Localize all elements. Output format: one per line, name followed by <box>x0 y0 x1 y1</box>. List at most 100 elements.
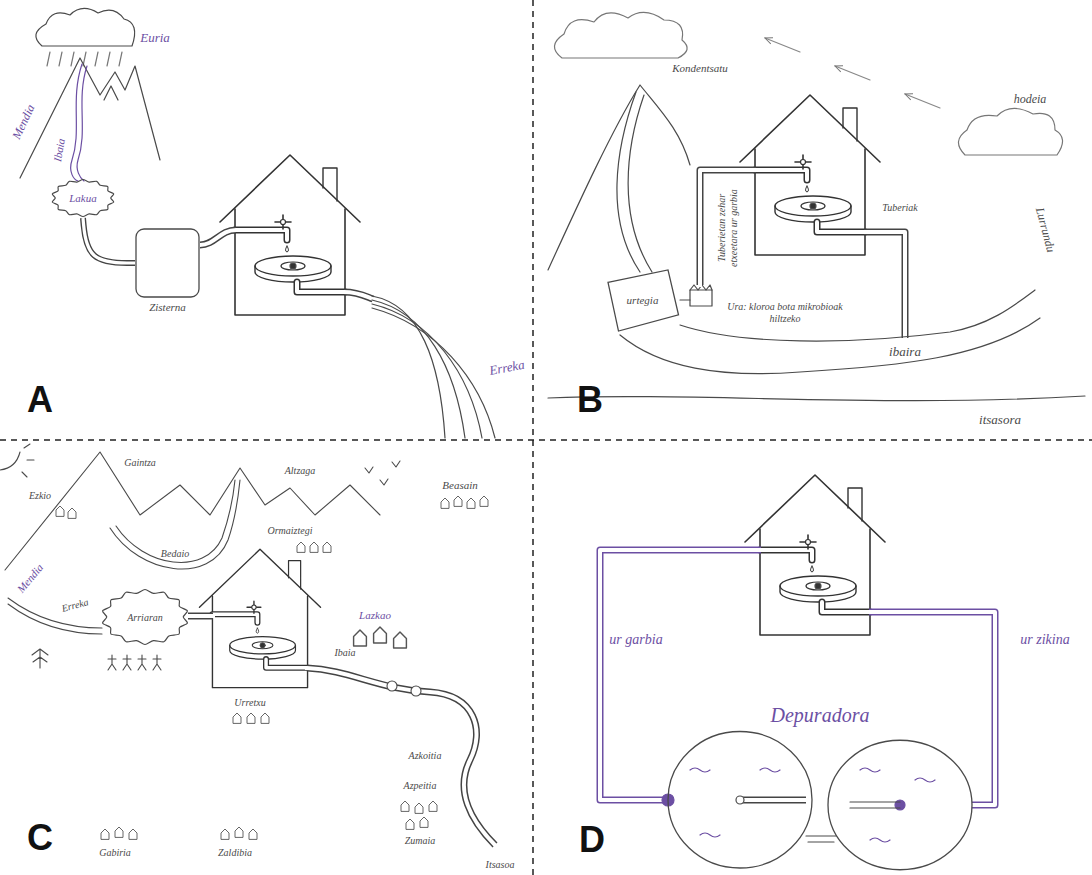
cloud <box>554 12 687 58</box>
label: hodeia <box>1014 93 1047 106</box>
hut <box>221 829 229 839</box>
hut <box>129 829 137 839</box>
pipe-outline <box>83 218 135 263</box>
label: Erreka <box>60 596 89 614</box>
dirty-pipe <box>869 612 995 805</box>
node-label: Lakua <box>69 192 97 204</box>
pipe <box>344 292 373 299</box>
panel-letter: A <box>27 380 53 420</box>
stream <box>8 604 102 634</box>
place-name: Gabiria <box>99 847 131 858</box>
river <box>628 95 652 272</box>
tank <box>828 740 972 870</box>
dirty-pipe <box>869 612 995 805</box>
arrow <box>905 94 940 108</box>
river-bank <box>620 318 1040 374</box>
clean-pipe <box>600 550 761 800</box>
river <box>116 480 235 562</box>
hut <box>415 803 423 813</box>
hut <box>297 542 305 552</box>
pipe <box>188 614 213 618</box>
hut <box>249 829 257 839</box>
mountain-ridge <box>5 452 380 570</box>
rain <box>47 52 122 66</box>
pipe-joint <box>411 686 421 696</box>
hut <box>68 508 76 518</box>
hut <box>235 827 243 837</box>
arrow <box>835 66 870 80</box>
cloud <box>36 8 135 46</box>
panel-letter: D <box>579 820 605 860</box>
place-name: Altzaga <box>285 465 316 476</box>
hut <box>101 829 109 839</box>
pipe <box>864 232 905 338</box>
lake-shape: Lakua <box>50 178 116 218</box>
node-label: Arriaran <box>127 612 163 623</box>
hut <box>406 819 414 829</box>
people <box>108 655 161 670</box>
house <box>220 155 360 315</box>
outline <box>608 270 679 331</box>
mountain <box>548 85 690 270</box>
hut <box>115 827 123 837</box>
place-name: Itsasoa <box>486 859 515 870</box>
label: itsasora <box>979 413 1021 427</box>
panel-dividers <box>532 0 534 875</box>
hut <box>480 496 488 506</box>
label: Erreka <box>488 358 526 378</box>
outline <box>136 229 199 297</box>
river <box>110 480 240 569</box>
label: Mendia <box>15 561 46 595</box>
pipe <box>188 613 213 620</box>
place-name: Azkoitia <box>409 750 442 761</box>
connectors <box>83 218 135 263</box>
inner-outlet <box>736 796 744 804</box>
label: Lurrundu <box>1033 206 1058 254</box>
label: Tuberiak <box>882 202 918 213</box>
panel-dividers <box>0 439 1092 441</box>
sea-line <box>548 396 1085 401</box>
hut <box>354 630 367 646</box>
outline <box>52 180 113 217</box>
place-name: Urretxu <box>234 697 265 708</box>
panel-c-drawing <box>0 444 495 845</box>
hut <box>394 632 407 648</box>
note: Tuberietan zehar etxeetara ur garbia <box>716 178 739 278</box>
pipe-joint <box>387 681 397 691</box>
river <box>307 668 495 845</box>
hut <box>467 498 475 508</box>
cloud <box>958 108 1062 155</box>
label: Mendia <box>10 103 37 142</box>
pipe <box>200 230 236 245</box>
place-name: Azpeitia <box>404 780 437 791</box>
inner-pipe <box>740 798 806 802</box>
arrow <box>765 38 800 52</box>
treatment-plant <box>690 290 712 306</box>
reservoir-shape: Arriaran <box>100 588 190 646</box>
label: Ibaia <box>334 647 355 658</box>
place-name: Zaldibia <box>218 847 252 858</box>
panel-b-drawing <box>548 12 1085 400</box>
house <box>740 95 880 255</box>
pipe-inner <box>83 218 135 263</box>
inner-pipe <box>850 802 900 808</box>
stream <box>372 308 495 438</box>
treatment-plant: Depuradora <box>660 700 980 875</box>
cistern-box-outline <box>135 228 200 298</box>
treatment-plant-outline <box>660 700 980 875</box>
place-name: Bedaio <box>161 548 189 559</box>
label: ibaira <box>889 345 921 359</box>
hut <box>247 713 255 723</box>
place-name: Beasain <box>442 479 477 491</box>
place-name: Ormaiztegi <box>268 525 313 536</box>
river-bank <box>680 290 1035 341</box>
pipe <box>864 232 905 338</box>
outline <box>103 590 188 645</box>
note: Ura: kloroa bota mikrobioak hiltzeko <box>725 301 845 324</box>
clean-pipe <box>600 550 761 800</box>
hut <box>454 496 462 506</box>
